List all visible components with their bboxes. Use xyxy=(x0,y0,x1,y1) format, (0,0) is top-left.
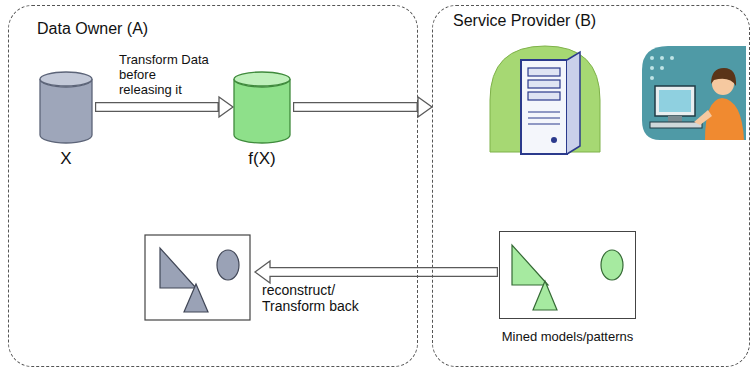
return-arrow xyxy=(255,261,498,283)
pattern-picture xyxy=(145,235,250,320)
cylinder-body xyxy=(40,79,92,143)
arrow-core xyxy=(294,103,416,111)
region-heading: Service Provider (B) xyxy=(453,12,596,30)
arrow-shaft xyxy=(95,102,220,112)
arrow-head xyxy=(418,97,432,117)
arrow-note: reconstruct/ Transform back xyxy=(262,282,374,314)
cylinder-body xyxy=(234,79,290,143)
arrow-label: Transform Data before releasing it xyxy=(119,53,209,98)
pattern-box: Mined models/patterns xyxy=(499,231,636,319)
arrow-shaft xyxy=(293,102,419,112)
shape-label: Mined models/patterns xyxy=(502,330,634,345)
shape-label: X xyxy=(60,149,71,169)
user-picture xyxy=(642,46,746,140)
cylinder-top xyxy=(40,72,92,86)
party-region: Service Provider (B) Mined models/pattern… xyxy=(432,5,750,367)
cylinder-top xyxy=(234,72,290,86)
cylinder-shape xyxy=(233,71,291,143)
cylinder-shape xyxy=(39,71,93,143)
region-heading: Data Owner (A) xyxy=(37,20,148,38)
flow-arrow xyxy=(95,97,233,117)
server-picture xyxy=(490,46,600,154)
pattern-picture xyxy=(512,245,623,310)
data-cylinder: X xyxy=(39,71,93,143)
arrow-core xyxy=(96,103,217,111)
data-cylinder: f(X) xyxy=(233,71,291,143)
arrow-head xyxy=(219,97,233,117)
flow-arrow xyxy=(293,97,432,117)
shape-label: f(X) xyxy=(248,149,275,169)
